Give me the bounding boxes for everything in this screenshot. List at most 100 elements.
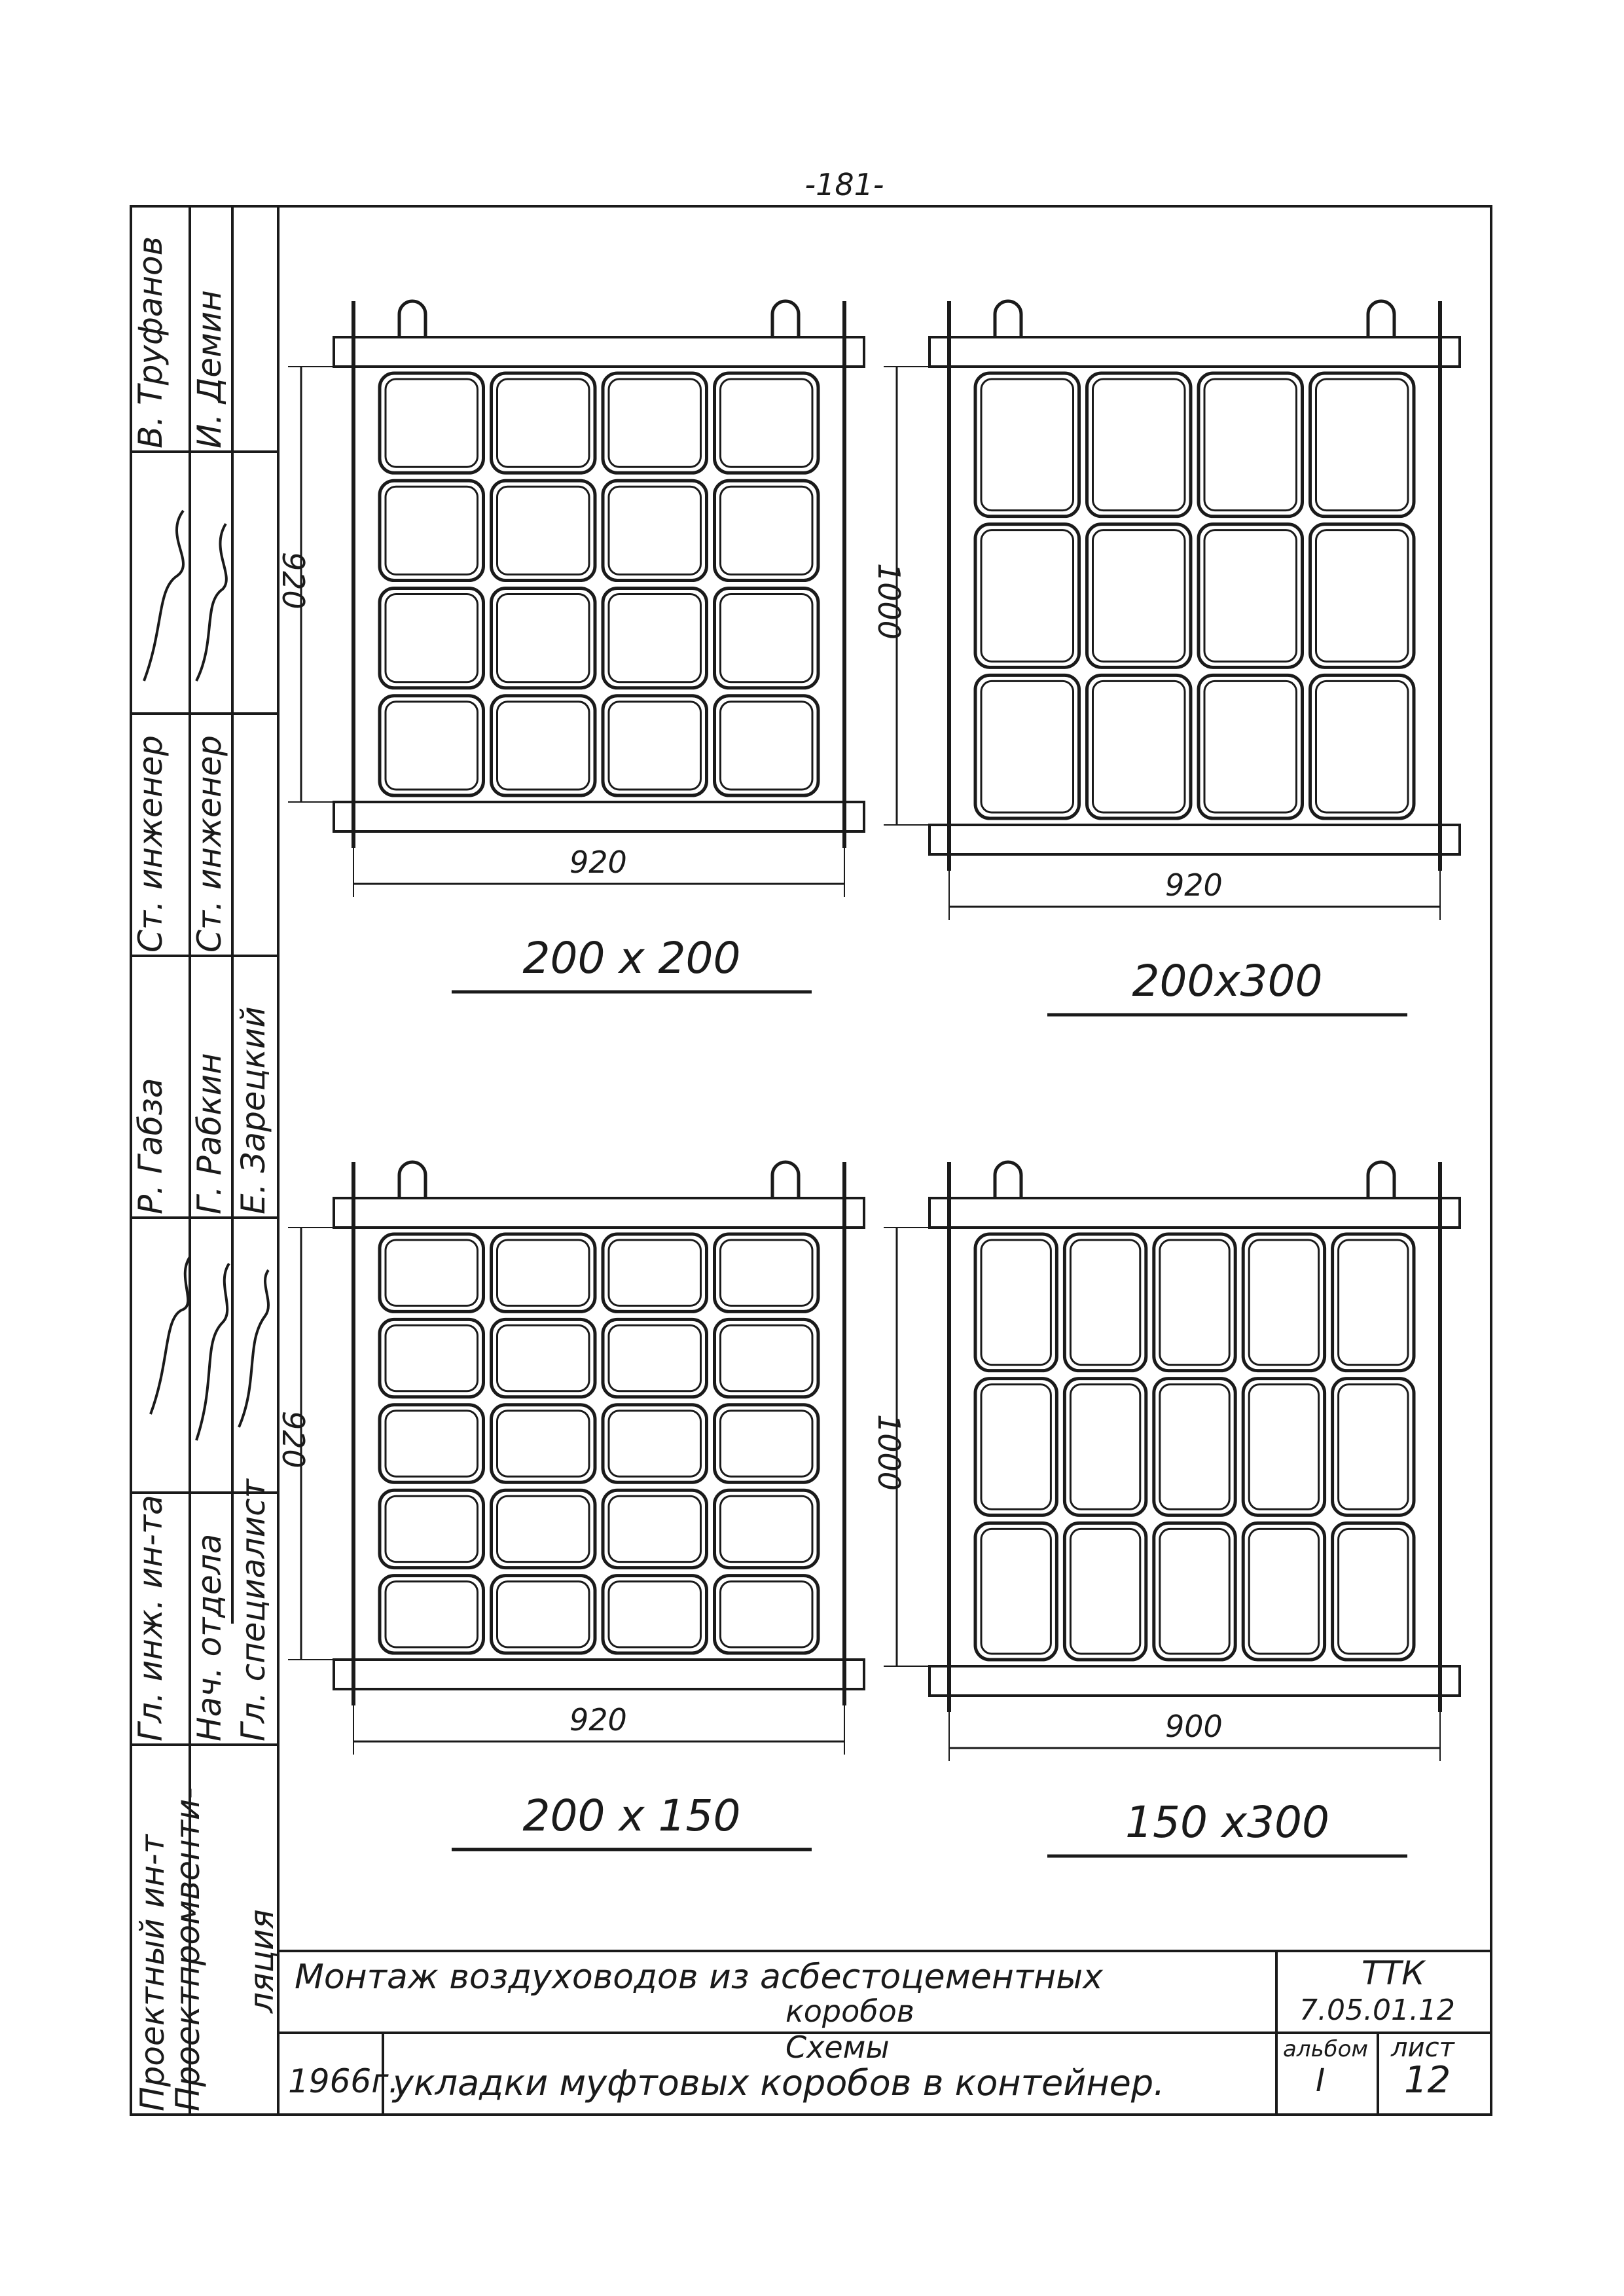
duct-box [490,371,597,475]
duct-box-inner [607,1239,702,1307]
frame [130,205,1492,2116]
duct-box [601,587,708,690]
duct-box-inner [1203,378,1297,512]
lifting-eye [397,1160,427,1198]
duct-box-inner [607,1495,702,1563]
title-line2: коробов [785,1994,914,2029]
duct-box-inner [1315,680,1409,814]
duct-box [973,371,1081,519]
duct-box-inner [1069,1239,1142,1366]
duct-box-inner [1092,680,1186,814]
duct-box [378,587,485,690]
duct-box [490,1403,597,1484]
duct-box-inner [1337,1383,1409,1510]
stamp-name-trufanov: В. Труфанов [132,236,170,448]
code-label: ТТК [1362,1954,1425,1992]
stamp-role-st-inzh-2: Ст. инженер [190,735,228,953]
duct-box-inner [1315,529,1409,663]
duct-box [713,1403,820,1484]
duct-box-inner [1159,1527,1231,1655]
duct-box-inner [719,1324,814,1393]
scheme-caption: 200 x 150 [522,1791,741,1841]
width-dimension-label: 920 [569,845,627,880]
top-board [928,1197,1461,1229]
duct-box [1197,522,1304,669]
duct-box-inner [719,1580,814,1649]
duct-box [1152,1521,1237,1662]
duct-box [1241,1232,1327,1373]
duct-box-inner [496,593,590,683]
duct-box-inner [607,701,702,791]
duct-box-inner [1159,1383,1231,1510]
duct-box-inner [384,1580,478,1649]
duct-box [1062,1232,1148,1373]
lifting-eye [993,1160,1023,1198]
duct-box-inner [607,378,702,468]
duct-box-inner [1248,1239,1320,1366]
duct-box-inner [384,1495,478,1563]
duct-box-inner [719,1239,814,1307]
duct-box [1241,1521,1327,1662]
duct-box-inner [384,1410,478,1478]
duct-box-inner [1069,1383,1142,1510]
sheet-label: лист [1391,2033,1454,2063]
page-number: -181- [804,167,884,202]
duct-box-inner [607,485,702,575]
duct-box-inner [719,1495,814,1563]
duct-box-inner [1315,378,1409,512]
duct-box-inner [607,593,702,683]
subtitle-line2: укладки муфтовых коробов в контейнер. [393,2062,1165,2104]
width-dimension-label: 920 [569,1702,627,1738]
duct-box [601,1403,708,1484]
bottom-board [928,824,1461,856]
stamp-role-nach-otdela: Нач. отдела [190,1533,228,1741]
duct-box [378,1574,485,1655]
duct-box-inner [496,701,590,791]
duct-box-inner [980,1239,1052,1366]
duct-box-inner [384,1324,478,1393]
duct-box [973,522,1081,669]
duct-box [378,1317,485,1399]
duct-box [601,1574,708,1655]
duct-box-inner [719,593,814,683]
lifting-eye [770,1160,801,1198]
duct-box-inner [1203,680,1297,814]
duct-box [490,1232,597,1313]
stamp-org-line2: Проектпромвенти- [169,1787,207,2111]
duct-box [713,479,820,582]
duct-box [973,1521,1058,1662]
stamp-name-rabkin: Г. Рабкин [190,1053,228,1214]
stamp-org-line1: Проектный ин-т [134,1834,171,2111]
duct-box-inner [1248,1527,1320,1655]
duct-box-inner [980,1383,1052,1510]
bottom-board [333,1658,865,1690]
duct-box [1085,371,1193,519]
duct-box [601,694,708,797]
duct-box-inner [1092,378,1186,512]
duct-box [378,371,485,475]
album-label: альбом [1283,2036,1369,2062]
duct-box [973,673,1081,820]
duct-box [1241,1377,1327,1517]
duct-box [713,694,820,797]
duct-box [378,694,485,797]
duct-box [490,694,597,797]
top-board [333,336,865,368]
duct-box [490,479,597,582]
lifting-eye [770,299,801,337]
stamp-role-gl-inzh: Гл. инж. ин-та [132,1495,170,1741]
height-dimension-label: 1000 [871,563,907,640]
duct-box-inner [496,378,590,468]
duct-box-inner [980,1527,1052,1655]
duct-box-inner [1069,1527,1142,1655]
duct-box-inner [496,1580,590,1649]
duct-box [490,1317,597,1399]
duct-box [1062,1521,1148,1662]
lifting-eye [397,299,427,337]
duct-box [1085,673,1193,820]
stamp-name-demin: И. Демин [190,290,228,448]
top-board [928,336,1461,368]
title-line1: Монтаж воздуховодов из асбестоцементных [295,1958,1103,1997]
duct-box-inner [384,701,478,791]
